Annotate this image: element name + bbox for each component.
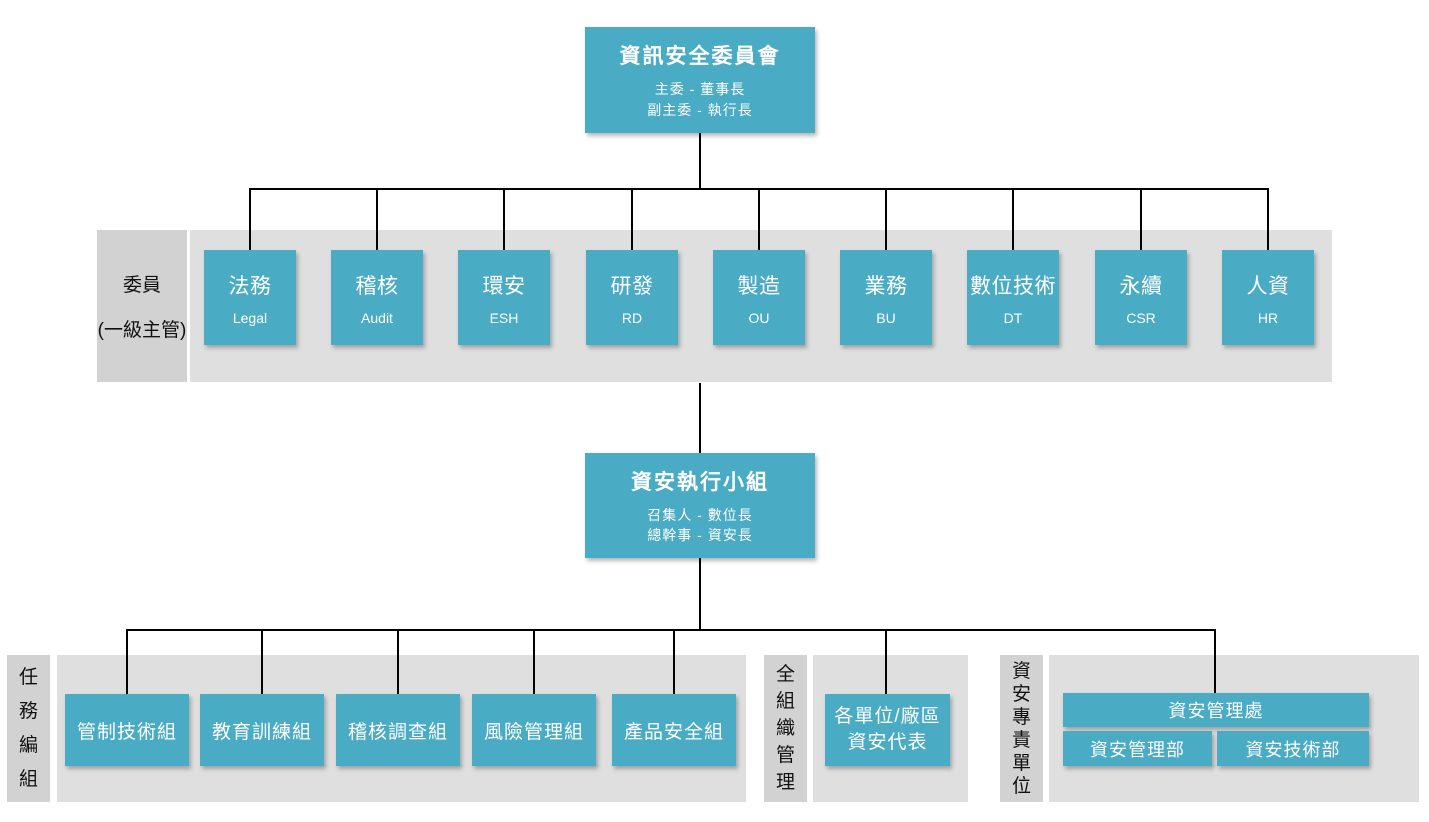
node-security-execution-team: 資安執行小組 召集人 - 數位長 總幹事 - 資安長: [585, 453, 815, 558]
node-subtitle-chair: 主委 - 董事長: [654, 81, 746, 98]
member-name-en: RD: [621, 309, 643, 326]
member-name-en: HR: [1257, 309, 1279, 326]
node-team-education-training: 教育訓練組: [200, 694, 324, 766]
node-member-csr: 永續 CSR: [1095, 250, 1187, 345]
dedicated-unit-band-label: 資安專責單位: [1000, 655, 1043, 802]
node-member-audit: 稽核 Audit: [331, 250, 423, 345]
node-subtitle-convener: 召集人 - 數位長: [647, 506, 753, 523]
committee-label-line1: 委員: [122, 275, 161, 296]
member-name-en: OU: [748, 309, 770, 326]
node-member-esh: 環安 ESH: [458, 250, 550, 345]
member-name-zh: 法務: [228, 274, 272, 298]
unit-reps-line2: 資安代表: [847, 732, 928, 753]
node-team-audit-investigation: 稽核調查組: [336, 694, 460, 766]
member-name-en: DT: [1003, 309, 1023, 326]
dedicated-unit-band: [1049, 655, 1419, 802]
member-name-en: Audit: [361, 309, 393, 326]
node-security-management-dept: 資安管理部: [1063, 731, 1212, 766]
node-security-management-division: 資安管理處: [1063, 693, 1369, 727]
unit-reps-line1: 各單位/廠區: [834, 706, 941, 728]
task-group-label: 任務編組: [19, 666, 39, 790]
member-name-zh: 業務: [864, 274, 908, 298]
member-name-en: ESH: [489, 309, 519, 326]
dedicated-unit-label: 資安專責單位: [1012, 660, 1032, 797]
node-member-legal: 法務 Legal: [204, 250, 296, 345]
node-title: 資安執行小組: [631, 470, 769, 494]
node-member-bu: 業務 BU: [840, 250, 932, 345]
node-member-dt: 數位技術 DT: [967, 250, 1059, 345]
node-subtitle-vice-chair: 副主委 - 執行長: [647, 101, 753, 118]
node-team-product-security: 產品安全組: [612, 694, 736, 766]
member-name-en: CSR: [1126, 309, 1156, 326]
node-subtitle-secretary: 總幹事 - 資安長: [647, 527, 753, 543]
connector: [126, 133, 1269, 696]
node-member-hr: 人資 HR: [1222, 250, 1314, 345]
node-team-control-tech: 管制技術組: [65, 694, 189, 766]
node-member-rd: 研發 RD: [586, 250, 678, 345]
org-wide-band-label: 全組織管理: [764, 655, 807, 802]
member-name-zh: 研發: [610, 274, 654, 298]
member-name-zh: 製造: [737, 274, 781, 298]
member-name-zh: 稽核: [355, 274, 399, 298]
node-info-security-committee: 資訊安全委員會 主委 - 董事長 副主委 - 執行長: [585, 27, 815, 133]
member-name-en: BU: [876, 309, 896, 326]
node-unit-plant-security-reps: 各單位/廠區 資安代表: [825, 694, 950, 766]
node-member-ou: 製造 OU: [713, 250, 805, 345]
node-team-risk-management: 風險管理組: [472, 694, 596, 766]
committee-band-label: 委員 (一級主管): [97, 230, 187, 382]
member-name-zh: 人資: [1246, 274, 1290, 298]
committee-label-line2: (一級主管): [97, 320, 187, 341]
node-security-technology-dept: 資安技術部: [1217, 731, 1369, 766]
task-group-band-label: 任務編組: [7, 655, 50, 802]
member-name-zh: 環安: [482, 274, 526, 298]
org-wide-label: 全組織管理: [776, 664, 796, 793]
node-title: 資訊安全委員會: [619, 45, 781, 69]
member-name-zh: 數位技術: [970, 274, 1056, 298]
member-name-en: Legal: [232, 309, 268, 326]
member-name-zh: 永續: [1119, 274, 1163, 298]
